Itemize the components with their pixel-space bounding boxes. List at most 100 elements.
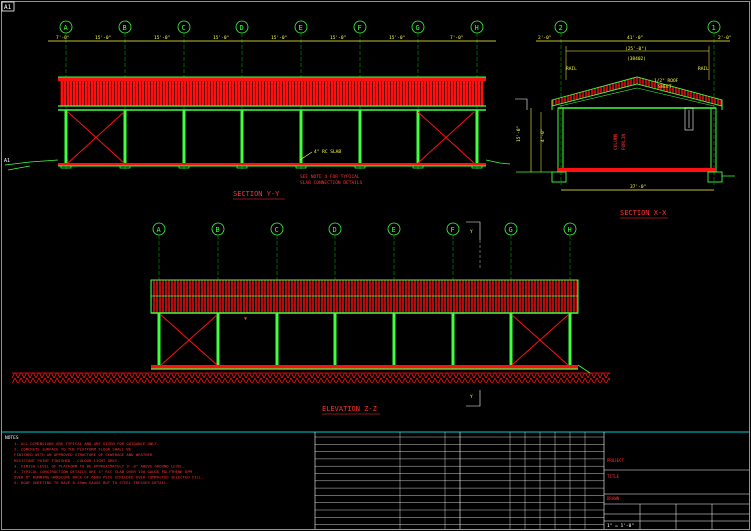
note-line: 2. CONCRETE SURFACE TO THE PLATFORM FLOO… [14,447,132,452]
zz-column [509,313,513,365]
yy-slab [58,163,486,166]
note-line: 5. ROOF SHEETING TO HAVE 0.35mm GAUGE BU… [14,480,169,485]
zz-section-mark-top [466,221,481,240]
yy-column [358,110,362,163]
xx-rail-left: RAIL [566,66,577,72]
yy-roof-top-band [58,77,486,81]
zz-grid-label-c: C [275,226,279,234]
xx-label-column: COLUMN [613,133,619,150]
zz-section-mark-top-label: Y [470,229,473,235]
yy-grid-label-g: G [416,24,420,32]
yy-grid-label-d: D [240,24,244,32]
xx-bubble-2-label: 2 [559,24,563,32]
yy-callout-note: SEE NOTE 4 FOR TYPICAL [300,174,360,180]
tb-drawn: DRAWN [607,496,620,501]
yy-roof [60,81,484,106]
section-xx-title: SECTION X-X [620,209,667,217]
yy-grid-label-c: C [182,24,186,32]
zz-grid-label-e: E [392,226,396,234]
zz-grid-label-g: G [509,226,513,234]
yy-column [299,110,303,163]
xx-label-sheet: SHEET [658,84,672,90]
note-line: 4. TYPICAL CONSTRUCTION DETAILS ARE 4" R… [14,469,193,474]
zz-grid-label-h: H [568,226,572,234]
yy-grid-label-e: E [299,24,303,32]
xx-footing-right [707,171,723,183]
yy-grid-label-h: H [475,24,479,32]
zz-mid-mark: ▼ [244,316,247,322]
xx-truss-bottom [559,87,715,107]
xx-label-ridge: 1/2" ROOF [654,78,679,84]
notes-list: 1. ALL DIMENSIONS ARE TYPICAL AND ARE GI… [14,441,204,485]
zz-column [216,313,220,365]
xx-ground [516,171,735,177]
tb-title: TITLE [607,474,620,479]
yy-ground-left [4,159,59,171]
xx-dim-inner: (25'-0") [625,46,647,52]
yy-column [64,110,68,163]
section-xx: 2 1 41'-0" 2'-0" 2'-0" (25'-0") (38402) … [515,20,735,219]
section-yy-columns [60,110,483,169]
xx-slab [558,168,716,172]
yy-callout-leader [299,151,313,161]
note-line: 3. FINISH LEVEL OF PLATFORM TO BE APPROX… [14,463,185,468]
yy-dimension: 15'-0" [330,35,346,41]
sheet-tag: A1 [4,4,12,11]
yy-ground-mark: A1 [4,158,10,164]
tb-project: PROJECT [607,458,624,463]
xx-dim-top: 41'-0" [627,35,643,41]
zz-ramp [577,364,591,374]
zz-roof [150,279,579,314]
note-line: OVER 6" RUNNING HARDCORE BACK OF 6000 PS… [14,475,204,480]
xx-dim-inner2: (38402) [627,56,646,62]
yy-dimension: 7'-0" [450,35,464,41]
xx-dim-bottom: 37'-0" [630,184,646,190]
xx-footing-left [551,171,567,183]
notes-heading: NOTES [5,435,19,441]
yy-callout-slab: 4" RC SLAB [314,149,341,155]
yy-dimension: 15'-0" [271,35,287,41]
zz-column [333,313,337,365]
sheet-tag-box [1,1,15,12]
zz-grid-label-d: D [333,226,337,234]
xx-bubble-1-label: 1 [712,24,716,32]
zz-slab [151,365,578,369]
notes-and-title-block: NOTES 1. ALL DIMENSIONS ARE TYPICAL AND … [1,431,750,529]
section-yy-dimensions: 7'-0"15'-0"15'-0"15'-0"15'-0"15'-0"15'-0… [56,35,464,41]
yy-dimension: 15'-0" [213,35,229,41]
yy-column [475,110,479,163]
yy-column [123,110,127,163]
elevation-zz-title: ELEVATION Z-Z [322,405,377,413]
note-line: RESISTANT PAINT FINISHED - COLOUR LIGHT … [14,458,119,463]
zz-column [392,313,396,365]
yy-ground-right [485,159,511,165]
xx-rail-right: RAIL [698,66,709,72]
zz-grid-label-f: F [451,226,455,234]
elevation-zz-columns: ▼ [157,313,572,365]
yy-bracing-left [67,111,125,164]
zz-bracing-right [511,314,569,366]
revision-grid [315,432,604,529]
xx-column-right [710,107,717,173]
yy-dimension: 7'-0" [56,35,70,41]
zz-section-mark-bottom [466,390,481,407]
note-line: 1. ALL DIMENSIONS ARE TYPICAL AND ARE GI… [14,441,159,446]
zz-ground-hatch [12,373,610,383]
zz-column [451,313,455,365]
yy-callout-note2: SLAB CONNECTION DETAILS [300,180,363,186]
xx-label-purlin: PURLIN [621,133,627,150]
yy-grid-label-a: A [64,24,69,32]
xx-section-arrow [515,98,528,110]
zz-grid-label-b: B [216,226,220,234]
zz-column [275,313,279,365]
xx-inner-bracket [684,107,694,131]
yy-bracing-right [417,111,475,164]
xx-column-left [557,107,564,173]
tb-scale: 1" = 1'-0" [607,523,634,529]
xx-dim-right-over: 2'-0" [718,35,732,41]
xx-dim-left-over: 2'-0" [538,35,552,41]
xx-dim-left2: 4'-0" [540,128,546,142]
